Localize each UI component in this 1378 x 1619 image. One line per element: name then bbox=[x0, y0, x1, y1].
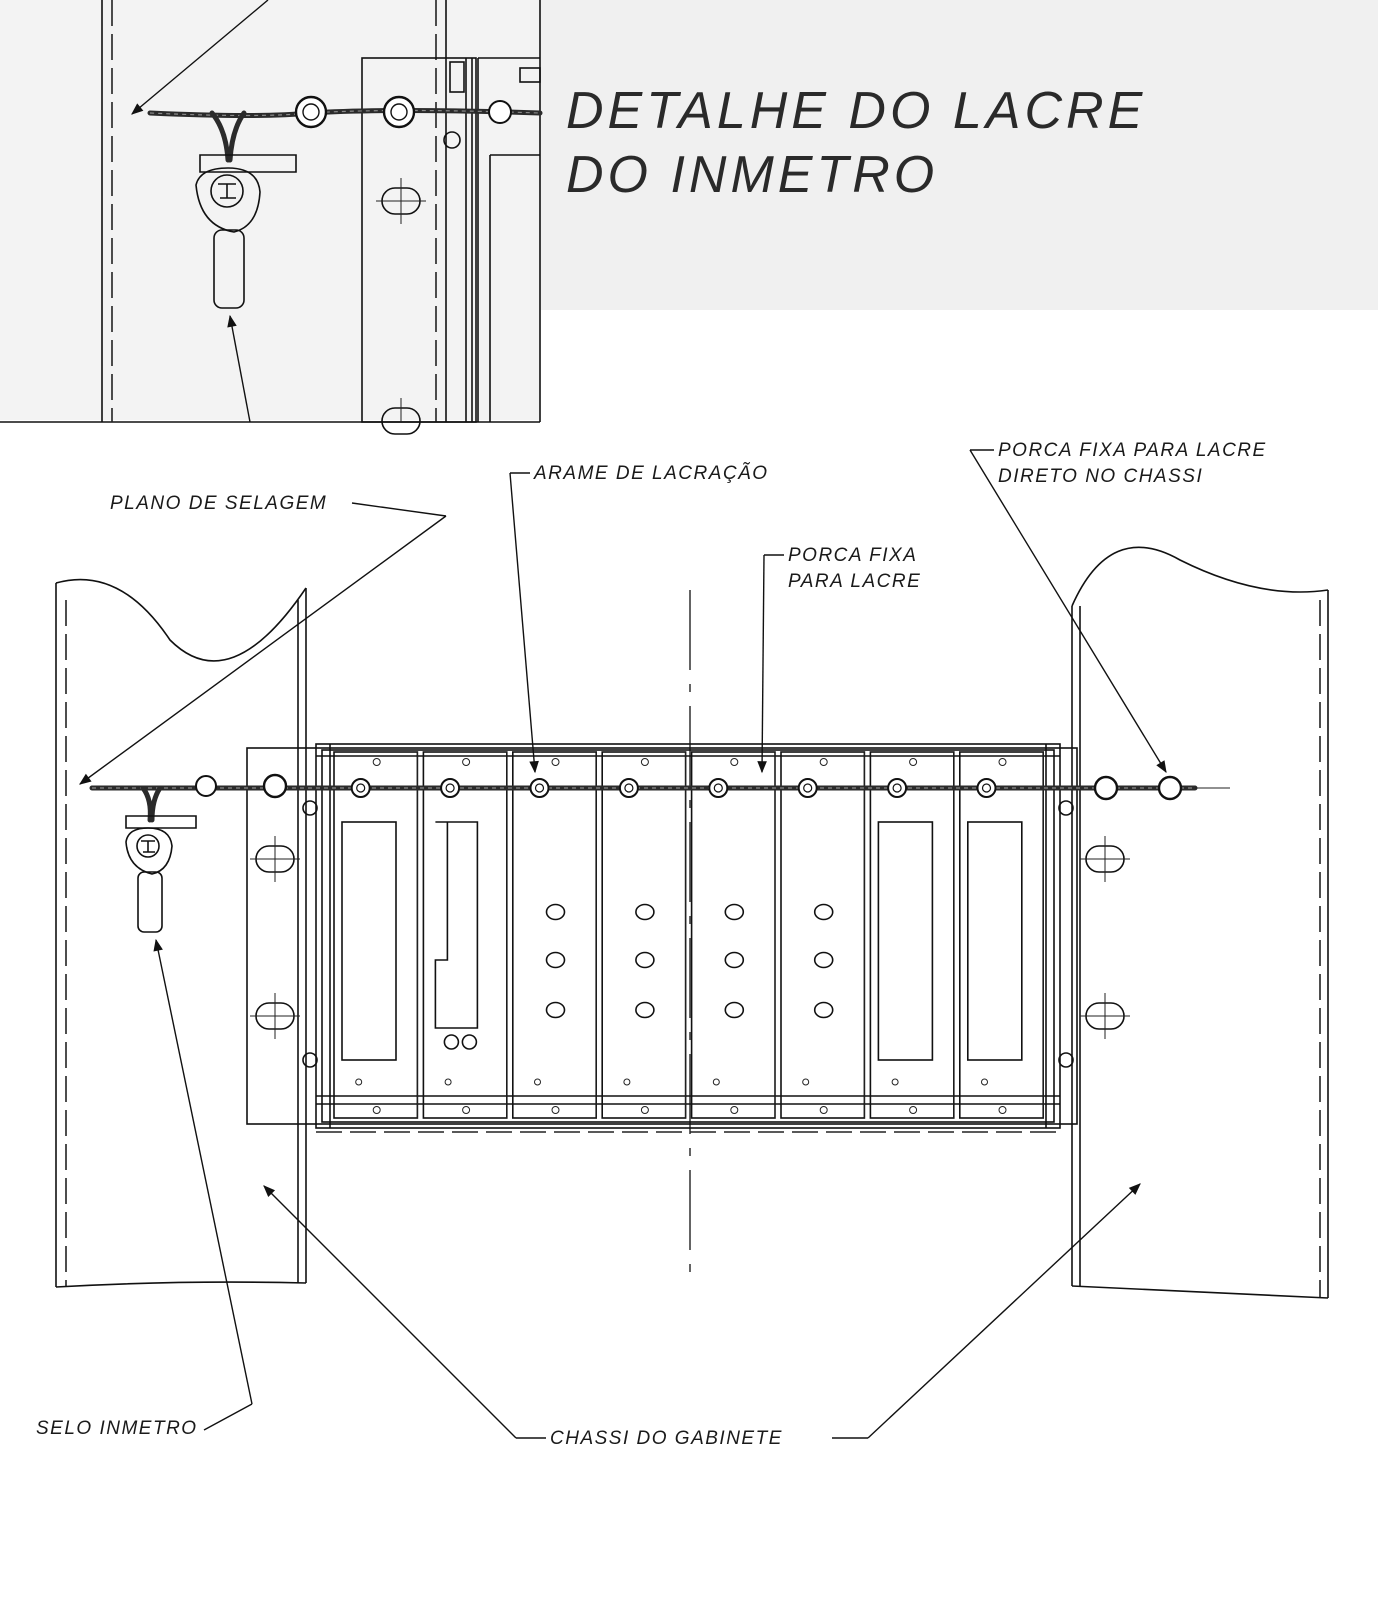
slot-port bbox=[724, 1001, 745, 1019]
detail-view bbox=[0, 0, 543, 435]
slot-port bbox=[635, 951, 655, 969]
title-line-2: DO INMETRO bbox=[566, 146, 938, 204]
wire-nut-hole bbox=[892, 783, 902, 793]
wire-nut-hole bbox=[981, 783, 992, 793]
slot-frame bbox=[511, 751, 597, 1119]
label-porca-chassi-line2: DIRETO NO CHASSI bbox=[998, 466, 1203, 487]
slot-screw bbox=[372, 1106, 381, 1114]
slot-port bbox=[813, 1001, 834, 1019]
slot-frame bbox=[601, 751, 687, 1119]
slot-port bbox=[724, 903, 745, 921]
slot-port bbox=[724, 951, 745, 969]
slot-port bbox=[545, 951, 566, 969]
slot-screw bbox=[909, 758, 918, 766]
slot-screw bbox=[444, 1078, 452, 1086]
slot-screw bbox=[462, 1106, 471, 1114]
slot-port bbox=[635, 1001, 655, 1019]
slot-led bbox=[461, 1034, 478, 1050]
label-porca-chassi-line1: PORCA FIXA PARA LACRE bbox=[998, 440, 1267, 461]
slot-led bbox=[443, 1034, 460, 1050]
slot-window bbox=[434, 821, 479, 1029]
label-porca-fixa-line2: PARA LACRE bbox=[788, 571, 921, 592]
wire-nut-hole bbox=[445, 783, 455, 793]
slot-screw bbox=[730, 758, 739, 766]
slot-screw bbox=[640, 1106, 649, 1114]
slot-screw bbox=[819, 1106, 828, 1114]
slot-window bbox=[877, 821, 934, 1061]
slot-frame bbox=[958, 751, 1044, 1119]
slot-screw bbox=[712, 1078, 720, 1086]
label-arame-de-lacracao: ARAME DE LACRAÇÃO bbox=[533, 462, 769, 484]
slot-screw bbox=[534, 1078, 541, 1086]
leader-lines bbox=[79, 449, 1167, 1439]
slot-screw bbox=[981, 1078, 988, 1086]
slot-screw bbox=[355, 1078, 363, 1086]
sealing-wire bbox=[89, 773, 1230, 801]
slot-screw bbox=[623, 1078, 631, 1086]
slot-screw bbox=[819, 758, 828, 766]
slot-screw bbox=[998, 758, 1007, 766]
slot-screw bbox=[640, 758, 649, 766]
label-plano-de-selagem: PLANO DE SELAGEM bbox=[110, 493, 327, 514]
slot-screw bbox=[372, 758, 381, 766]
wire-nut-hole bbox=[624, 783, 634, 793]
slot-frame bbox=[780, 751, 866, 1119]
slot-frame bbox=[422, 751, 508, 1119]
title-line-1: DETALHE DO LACRE bbox=[566, 82, 1146, 140]
slot-screw bbox=[891, 1078, 899, 1086]
slot-port bbox=[635, 903, 655, 921]
inmetro-seal bbox=[125, 785, 197, 933]
cabinet-right-panel bbox=[1071, 546, 1329, 1299]
wire-nut-hole bbox=[534, 783, 545, 793]
cabinet-left-panel bbox=[55, 578, 307, 1288]
rack-slots bbox=[333, 751, 1044, 1119]
slot-screw bbox=[462, 758, 471, 766]
slot-window bbox=[341, 821, 397, 1061]
wire-nut-hole bbox=[713, 783, 723, 793]
label-porca-fixa-line1: PORCA FIXA bbox=[788, 545, 917, 566]
rack-chassis bbox=[246, 743, 1130, 1133]
slot-frame bbox=[690, 751, 776, 1119]
slot-port bbox=[813, 951, 834, 969]
label-selo-inmetro: SELO INMETRO bbox=[36, 1418, 198, 1439]
slot-screw bbox=[802, 1078, 810, 1086]
slot-port bbox=[813, 903, 834, 921]
slot-screw bbox=[551, 758, 560, 766]
slot-port bbox=[545, 903, 566, 921]
slot-screw bbox=[730, 1106, 739, 1114]
slot-screw bbox=[909, 1106, 918, 1114]
wire-nut-hole bbox=[356, 783, 366, 793]
slot-frame bbox=[333, 751, 419, 1119]
slot-screw bbox=[551, 1106, 560, 1114]
slot-window bbox=[966, 821, 1023, 1061]
wire-nut-hole bbox=[803, 783, 813, 793]
slot-screw bbox=[998, 1106, 1007, 1114]
wire-nuts bbox=[350, 778, 997, 798]
slot-port bbox=[545, 1001, 566, 1019]
slot-frame bbox=[869, 751, 955, 1119]
label-chassi-do-gabinete: CHASSI DO GABINETE bbox=[550, 1428, 783, 1449]
